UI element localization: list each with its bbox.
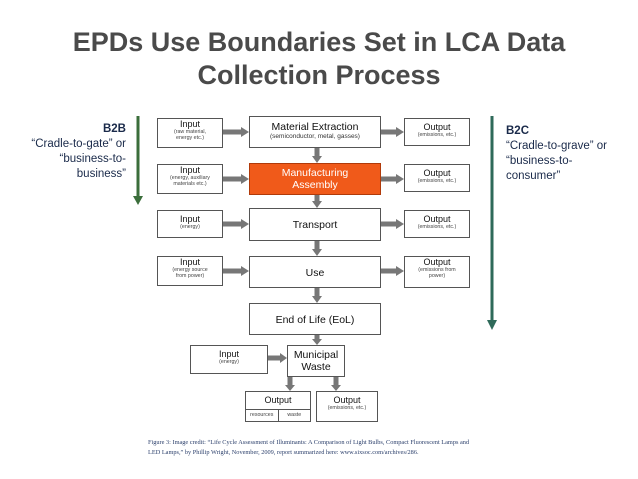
- input-box: Input (energy source from power): [157, 256, 223, 286]
- waste-output-right-box: Output (emissions, etc.): [316, 391, 378, 422]
- waste-output-cell: resources: [246, 410, 279, 421]
- b2c-line: consumer”: [506, 170, 561, 182]
- output-title: Output: [423, 168, 451, 178]
- municipal-waste-title: Municipal: [293, 349, 339, 361]
- input-subtitle: from power): [175, 273, 205, 279]
- stage-title: Assembly: [292, 179, 338, 191]
- output-title: Output: [423, 257, 451, 267]
- output-subtitle: (emissions, etc.): [417, 224, 457, 230]
- input-title: Input: [179, 214, 201, 224]
- waste-output-cells: resources waste: [246, 409, 310, 421]
- input-subtitle: (energy, auxiliary: [170, 175, 210, 181]
- b2c-heading: B2C: [506, 125, 530, 137]
- stage-title: Use: [305, 267, 325, 279]
- municipal-waste-title: Waste: [301, 361, 331, 373]
- output-box: Output (emissions from power): [404, 256, 470, 288]
- input-title: Input: [179, 165, 201, 175]
- b2c-line: “business-to-: [506, 155, 573, 167]
- b2c-label: B2C “Cradle-to-grave” or “business-to- c…: [506, 124, 636, 184]
- stage-title: Transport: [292, 219, 338, 231]
- municipal-waste-box: Municipal Waste: [287, 345, 345, 377]
- b2b-line: business”: [76, 168, 126, 180]
- b2b-line: “Cradle-to-gate” or: [31, 138, 126, 150]
- stage-end-of-life: End of Life (EoL): [249, 303, 381, 335]
- stage-manufacturing-assembly: Manufacturing Assembly: [249, 163, 381, 195]
- b2b-label: B2B “Cradle-to-gate” or “business-to- bu…: [12, 122, 126, 182]
- stage-transport: Transport: [249, 208, 381, 241]
- output-subtitle: power): [428, 273, 446, 279]
- waste-output-cell: waste: [287, 412, 302, 418]
- input-title: Input: [179, 119, 201, 129]
- output-title: Output: [423, 214, 451, 224]
- input-subtitle: materials etc.): [173, 181, 207, 187]
- slide-title-line2: Collection Process: [197, 60, 441, 90]
- waste-input-title: Input: [218, 349, 240, 359]
- figure-caption: Figure 3: Image credit: “Life Cycle Asse…: [148, 438, 528, 458]
- input-title: Input: [179, 257, 201, 267]
- waste-output-title: Output: [264, 395, 292, 405]
- stage-use: Use: [249, 256, 381, 288]
- stage-material-extraction: Material Extraction (semiconductor, meta…: [249, 116, 381, 148]
- slide-title-line1: EPDs Use Boundaries Set in LCA Data: [72, 27, 566, 57]
- waste-output-left-box: Output resources waste: [245, 391, 311, 422]
- output-box: Output (emissions, etc.): [404, 164, 470, 192]
- b2b-line: “business-to-: [59, 153, 126, 165]
- input-subtitle: (energy): [180, 224, 200, 230]
- input-subtitle: energy etc.): [176, 135, 204, 141]
- output-subtitle: (emissions from: [418, 267, 456, 273]
- output-box: Output (emissions, etc.): [404, 210, 470, 238]
- b2c-line: “Cradle-to-grave” or: [506, 140, 607, 152]
- stage-title: End of Life (EoL): [275, 314, 355, 326]
- output-title: Output: [423, 122, 451, 132]
- waste-input-box: Input (energy): [190, 345, 268, 374]
- waste-output-title: Output: [333, 395, 361, 405]
- input-subtitle: (raw material,: [173, 129, 207, 135]
- waste-input-subtitle: (energy): [219, 359, 239, 365]
- stage-subtitle: (semiconductor, metal, gasses): [270, 133, 360, 140]
- b2b-heading: B2B: [102, 123, 126, 135]
- caption-line: LED Lamps,” by Phillip Wright, November,…: [148, 449, 419, 456]
- stage-title: Material Extraction: [271, 121, 359, 133]
- caption-line: Figure 3: Image credit: “Life Cycle Asse…: [148, 439, 470, 446]
- waste-output-subtitle: (emissions, etc.): [327, 405, 367, 411]
- input-box: Input (energy): [157, 210, 223, 238]
- output-subtitle: (emissions, etc.): [417, 178, 457, 184]
- input-subtitle: (energy source: [172, 267, 208, 273]
- output-box: Output (emissions, etc.): [404, 118, 470, 146]
- stage-title: Manufacturing: [281, 167, 349, 179]
- input-box: Input (raw material, energy etc.): [157, 118, 223, 148]
- input-box: Input (energy, auxiliary materials etc.): [157, 164, 223, 194]
- output-subtitle: (emissions, etc.): [417, 132, 457, 138]
